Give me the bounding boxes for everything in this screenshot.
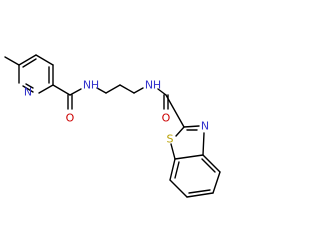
atom-label-layer: N O N H N H O S N (24, 79, 209, 146)
bond-py-c2-n (22, 85, 34, 93)
bond-py-c5-c4 (35, 54, 54, 66)
atom-s-thiazole: S (167, 133, 174, 146)
atom-n-pyridine: N (24, 86, 32, 99)
atom-o-amide-right: O (162, 112, 171, 125)
bond-bz-c7a-c7-inner (174, 161, 180, 179)
atom-h-amide-left: H (91, 79, 99, 92)
bond-bz-c3a-c7a (174, 154, 204, 160)
bond-bz-c6-c5 (186, 192, 214, 198)
bond-bz-c4-c3a-inner (201, 158, 216, 173)
bond-py-c2-n-inner (25, 83, 34, 89)
bond-bz-c7a-c7 (169, 158, 176, 181)
atom-o-amide-left: O (66, 112, 75, 125)
atom-n-amide-left: N (83, 79, 91, 92)
chemical-structure-diagram: N O N H N H O S N (4, 54, 221, 198)
bond-thz-c2-s (175, 126, 185, 137)
bond-thz-n-c3a (202, 132, 205, 156)
bond-linker-c1-c2 (105, 84, 121, 94)
bond-methyl (4, 56, 20, 66)
bond-py-c6-c5-inner (22, 58, 37, 68)
bond-linker-n-c1 (96, 87, 107, 94)
bond-bz-c4-c3a (202, 154, 221, 173)
bond-linker-c2-c3 (119, 84, 135, 94)
bond-bz-c5-c4 (212, 171, 221, 194)
bond-carbonyl-c2 (165, 94, 185, 128)
bond-py-carbonyl (52, 84, 71, 96)
bond-bz-c7-c6 (169, 179, 188, 198)
bond-py-c3-c2 (38, 84, 54, 94)
bond-bz-c6-c5-inner (188, 189, 211, 194)
atom-n-amide-right: N (145, 79, 153, 92)
atom-h-amide-right: H (153, 79, 161, 92)
bond-layer (4, 54, 221, 198)
bond-py-c6-c5 (18, 54, 37, 66)
bond-thz-s-c7a (170, 143, 176, 160)
bond-amide-left-cn (69, 88, 82, 96)
bond-thz-c2-n (183, 125, 200, 128)
bond-amide-right-nc (157, 88, 167, 96)
atom-n-thiazole: N (201, 120, 209, 133)
bond-linker-c3-n (133, 87, 144, 94)
